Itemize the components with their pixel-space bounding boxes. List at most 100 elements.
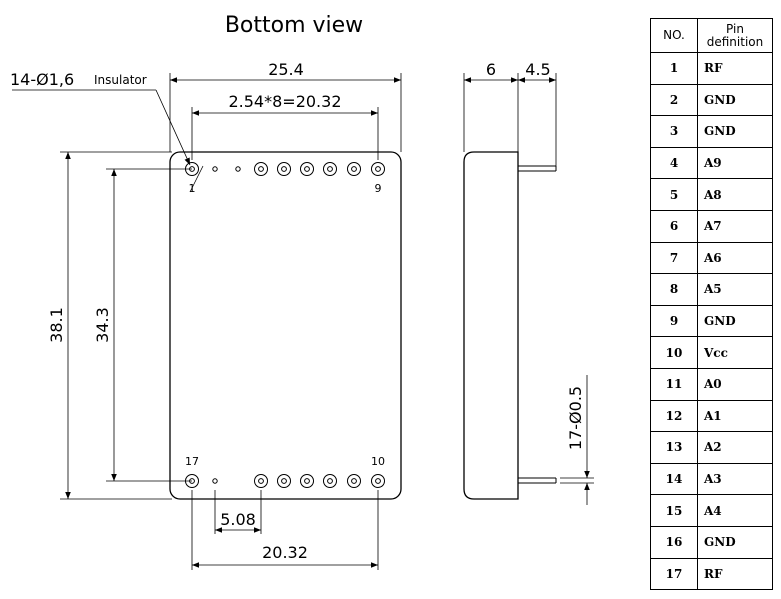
pin-14: [277, 474, 291, 488]
pin-def: A6: [697, 241, 773, 275]
table-header-row: NO. Pin definition: [650, 18, 773, 53]
inner-height-dimension-label: 34.3: [93, 307, 112, 343]
bottom-view-title: Bottom view: [225, 13, 363, 38]
bottom-pin-row: [185, 474, 385, 488]
dimension-lines: [65, 77, 401, 568]
pin-def: A1: [697, 399, 773, 433]
pin-def: A9: [697, 146, 773, 180]
pin-5: [277, 162, 291, 176]
pin-7: [323, 162, 337, 176]
pin-label-17: 17: [185, 455, 199, 468]
pin-def: GND: [697, 525, 773, 559]
pin-def: A0: [697, 367, 773, 401]
pin-10: [371, 474, 385, 488]
body-depth-dimension-label: 6: [486, 60, 496, 79]
side-view-body: [463, 151, 519, 500]
pin-def: GND: [697, 115, 773, 148]
pin-def: A5: [697, 273, 773, 306]
insulator-label: Insulator: [94, 73, 147, 87]
bottom-width-dimension-label: 20.32: [262, 543, 308, 562]
header-no: NO.: [650, 18, 698, 53]
pin-no: 17: [650, 557, 698, 591]
pin-def: Vcc: [697, 336, 773, 369]
pin-no: 14: [650, 462, 698, 496]
pin-def: RF: [697, 52, 773, 85]
pin-9: [371, 162, 385, 176]
pin-def: A8: [697, 178, 773, 211]
pin-def: GND: [697, 304, 773, 338]
pin-no: 2: [650, 83, 698, 117]
pin-def: A7: [697, 209, 773, 243]
pin-def: RF: [697, 557, 773, 591]
pin-no: 10: [650, 336, 698, 369]
header-pin-definition: Pin definition: [697, 18, 773, 53]
header-def-line-1: Pin: [726, 21, 744, 36]
top-pin-row: [185, 162, 385, 176]
pitch-dimension-label: 2.54*8=20.32: [228, 92, 341, 111]
pin-no: 7: [650, 241, 698, 275]
pin-spec-label: 14-Ø1,6: [10, 70, 74, 89]
module-outline: [169, 151, 402, 500]
side-view-pins: [518, 165, 557, 484]
pin-no: 12: [650, 399, 698, 433]
pin-17: [185, 474, 199, 488]
pin-no: 13: [650, 431, 698, 464]
pin-12: [323, 474, 337, 488]
pin-1: [185, 162, 199, 176]
extension-lines: [60, 73, 402, 570]
pin-no: 3: [650, 115, 698, 148]
pin-no: 9: [650, 304, 698, 338]
pin-no: 16: [650, 525, 698, 559]
pin-label-1: 1: [189, 182, 196, 195]
pin-4: [254, 162, 268, 176]
pin-3-insulator: [235, 166, 241, 172]
pin-2-insulator: [212, 166, 218, 172]
height-dimension-label: 38.1: [47, 307, 66, 343]
spacing-dimension-label: 5.08: [220, 510, 256, 529]
pin-no: 5: [650, 178, 698, 211]
pin-label-10: 10: [371, 455, 385, 468]
pin-11: [347, 474, 361, 488]
side-view-extension-lines: [463, 73, 594, 484]
side-view-dimension-lines: [464, 77, 590, 505]
side-pin-spec-label: 17-Ø0.5: [566, 386, 585, 450]
pin-15: [254, 474, 268, 488]
pin-16-insulator: [212, 478, 218, 484]
width-dimension-label: 25.4: [268, 60, 304, 79]
pin-6: [300, 162, 314, 176]
pin-8: [347, 162, 361, 176]
pin-no: 8: [650, 273, 698, 306]
pin-length-dimension-label: 4.5: [525, 60, 550, 79]
header-def-line-2: definition: [706, 34, 764, 49]
pin-def: A2: [697, 431, 773, 464]
pin-label-9: 9: [375, 182, 382, 195]
pin-no: 6: [650, 209, 698, 243]
pin-no: 15: [650, 494, 698, 527]
pin-no: 11: [650, 367, 698, 401]
pin-def: GND: [697, 83, 773, 117]
leader-lines: [12, 89, 204, 193]
pin-13: [300, 474, 314, 488]
pin-no: 1: [650, 52, 698, 85]
pin-def: A3: [697, 462, 773, 496]
pin-def: A4: [697, 494, 773, 527]
